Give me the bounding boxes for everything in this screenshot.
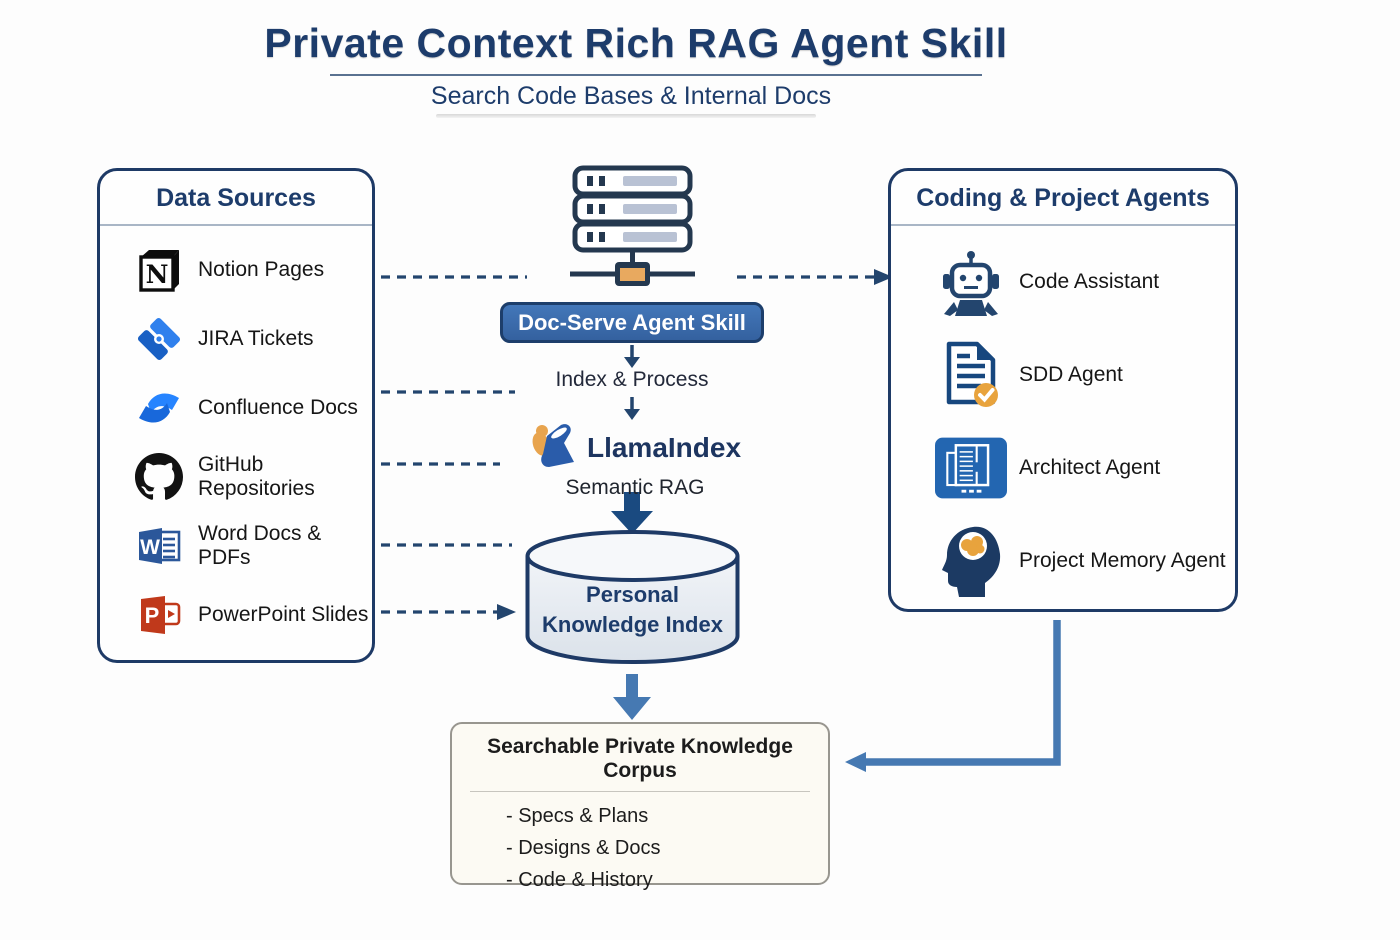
brain-head-icon [935, 525, 1007, 597]
server-stack-icon [565, 164, 700, 299]
list-item-label: Architect Agent [1019, 455, 1161, 479]
knowledge-corpus-box: Searchable Private Knowledge Corpus - Sp… [450, 722, 830, 891]
page-title: Private Context Rich RAG Agent Skill [264, 20, 1008, 66]
store-label-line2: Knowledge Index [542, 612, 723, 637]
data-sources-panel: Data Sources N Notion Pages [97, 168, 375, 663]
notion-icon: N [132, 247, 186, 293]
list-item-jira: JIRA Tickets [100, 304, 372, 373]
panel-divider [100, 224, 372, 226]
arrowhead-to-corpus [845, 752, 866, 772]
agents-panel: Coding & Project Agents [888, 168, 1238, 612]
list-item-powerpoint: P PowerPoint Slides [100, 580, 372, 649]
corpus-item: - Code & History [506, 869, 653, 891]
list-item-label: PowerPoint Slides [198, 602, 369, 626]
doc-serve-skill-badge: Doc-Serve Agent Skill [500, 302, 764, 343]
engine-subtitle: Semantic RAG [565, 476, 705, 499]
subtitle-underline [436, 114, 816, 118]
list-item-label: Notion Pages [198, 257, 325, 281]
list-item-confluence: Confluence Docs [100, 373, 372, 442]
store-label-line1: Personal [586, 582, 679, 607]
agents-title: Coding & Project Agents [916, 184, 1210, 212]
elbow-arrow-agents-to-corpus [864, 620, 1061, 766]
jira-icon [132, 316, 186, 362]
engine-name: LlamaIndex [586, 431, 742, 463]
corpus-title: Searchable Private Knowledge Corpus [487, 735, 793, 782]
list-item-label: GitHub Repositories [198, 452, 315, 500]
corpus-item: - Specs & Plans [506, 805, 649, 827]
corpus-divider [470, 791, 810, 792]
confluence-icon [132, 385, 186, 431]
list-item-label: Confluence Docs [198, 395, 358, 419]
agents-list: Code Assistant [891, 235, 1235, 607]
list-item-notion: N Notion Pages [100, 235, 372, 304]
knowledge-index-store: Personal Knowledge Index [523, 528, 742, 667]
list-item-label: Word Docs & PDFs [198, 521, 322, 569]
data-sources-title: Data Sources [156, 184, 316, 212]
word-icon: W [132, 523, 186, 569]
corpus-list: - Specs & Plans - Designs & Docs - Code … [506, 800, 828, 896]
document-check-icon [935, 340, 1007, 410]
list-item-code-assistant: Code Assistant [891, 235, 1235, 328]
powerpoint-icon: P [132, 592, 186, 638]
database-cylinder-icon [525, 530, 740, 664]
svg-text:N: N [146, 260, 169, 289]
list-item-label: SDD Agent [1019, 362, 1123, 386]
svg-text:P: P [145, 603, 160, 628]
github-icon [132, 452, 186, 501]
llamaindex-block: LlamaIndex Semantic RAG [516, 420, 754, 500]
robot-icon [935, 248, 1007, 316]
list-item-project-memory-agent: Project Memory Agent [891, 514, 1235, 607]
list-item-label: JIRA Tickets [198, 326, 314, 350]
page-subtitle: Search Code Bases & Internal Docs [430, 82, 832, 110]
data-sources-list: N Notion Pages JIRA Tick [100, 235, 372, 649]
title-underline [330, 74, 982, 76]
list-item-github: GitHub Repositories [100, 442, 372, 511]
llamaindex-logo-icon [529, 420, 581, 475]
list-item-label: Code Assistant [1019, 269, 1160, 293]
store-label: Personal Knowledge Index [523, 580, 742, 640]
panel-divider [891, 224, 1235, 226]
index-process-label: Index & Process [555, 368, 709, 391]
arrowhead-to-index [497, 604, 516, 620]
corpus-item: - Designs & Docs [506, 837, 661, 859]
blueprint-icon [935, 436, 1007, 500]
list-item-label: Project Memory Agent [1019, 548, 1226, 572]
list-item-word: W Word Docs & PDFs [100, 511, 372, 580]
list-item-architect-agent: Architect Agent [891, 421, 1235, 514]
arrow-store-to-corpus [613, 674, 651, 720]
svg-text:W: W [140, 536, 160, 559]
list-item-sdd-agent: SDD Agent [891, 328, 1235, 421]
